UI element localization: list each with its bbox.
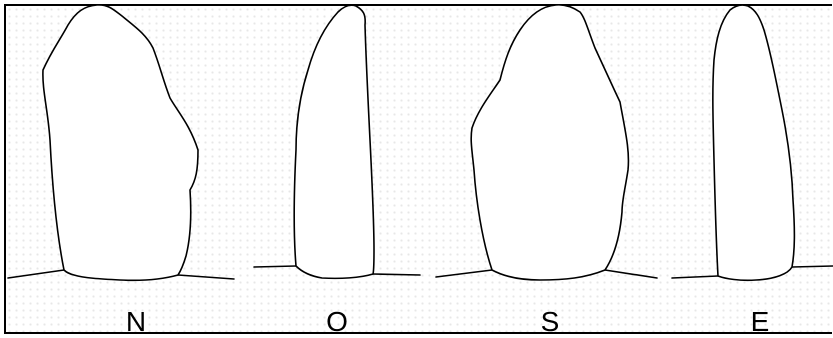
stone-view-e — [671, 4, 833, 282]
stone-view-s — [435, 4, 658, 281]
stone-view-n — [7, 4, 235, 282]
view-label-o: O — [326, 306, 348, 337]
stone-outline-n — [42, 4, 199, 282]
stone-outline-s — [470, 4, 630, 281]
view-label-s: S — [540, 306, 560, 337]
stone-view-o — [253, 4, 421, 280]
stone-outline-o — [293, 4, 375, 280]
view-label-e: E — [750, 306, 770, 337]
ground-line-e — [671, 265, 833, 279]
stone-outline-e — [712, 4, 796, 282]
ground-line-n — [7, 269, 235, 280]
ground-line-o — [253, 265, 421, 276]
view-label-n: N — [125, 306, 147, 337]
ground-line-s — [435, 269, 658, 279]
